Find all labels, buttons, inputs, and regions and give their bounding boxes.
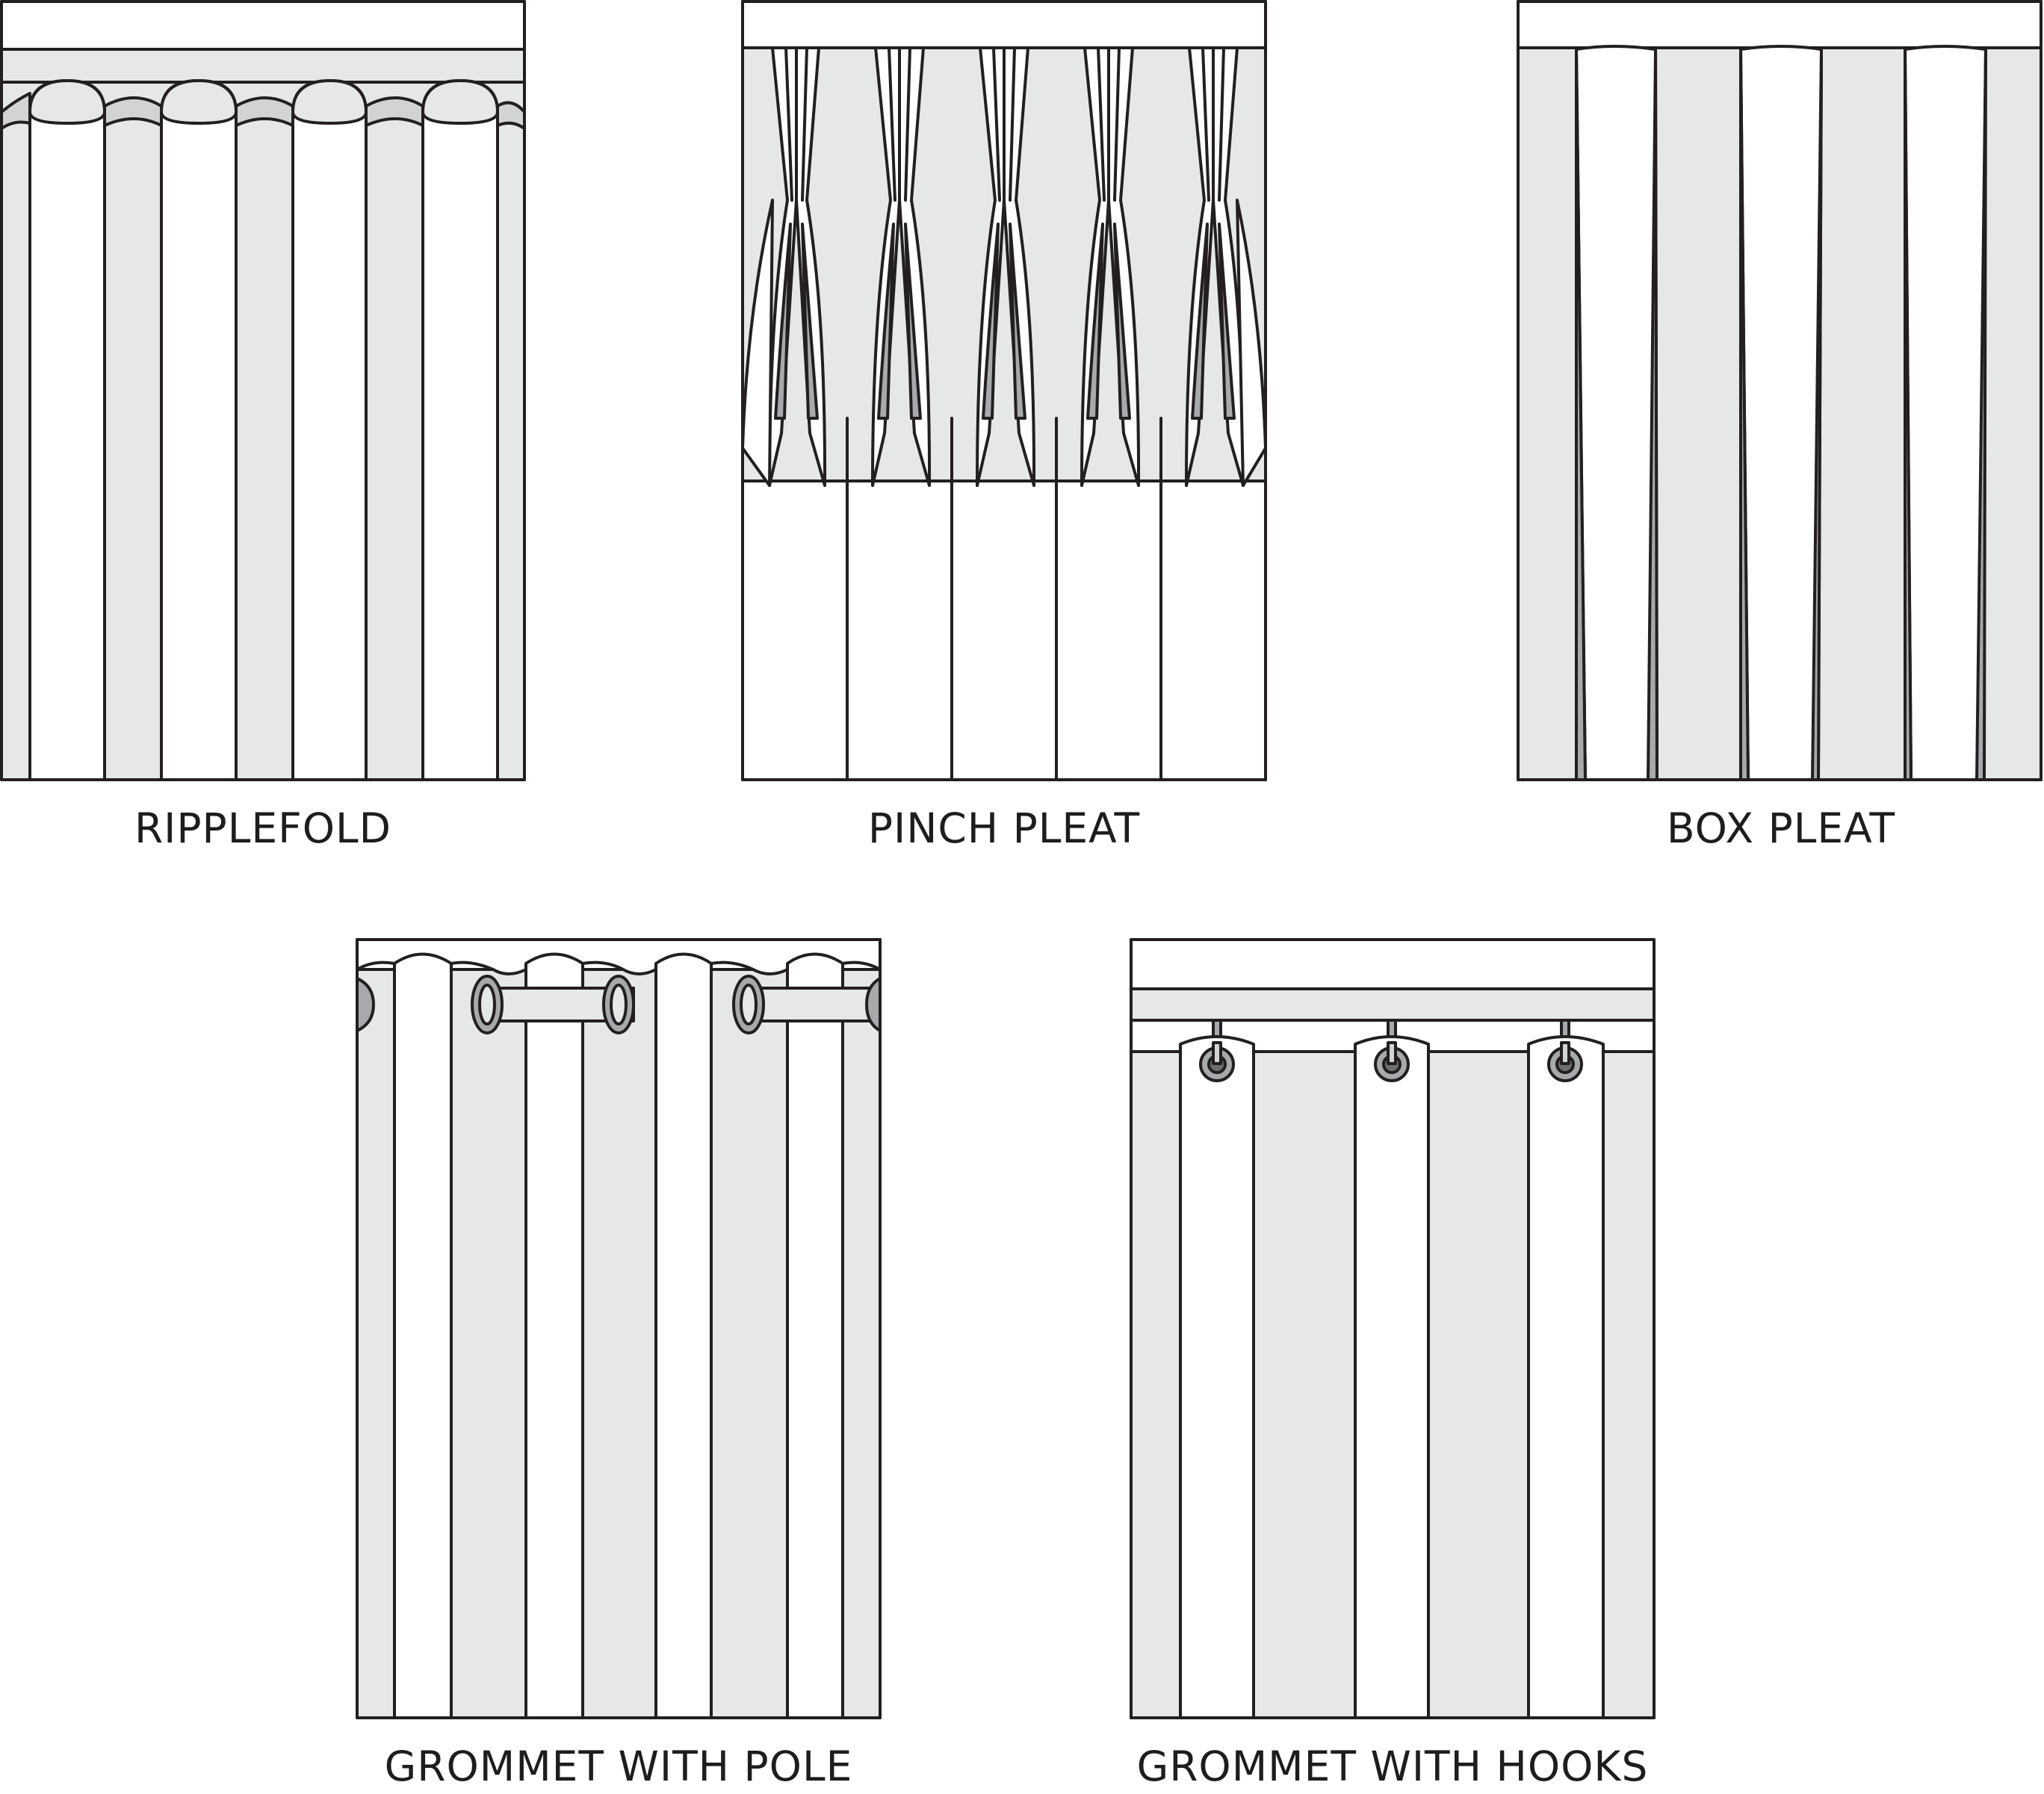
- label-grommet-with-pole: GROMMET WITH POLE: [385, 1742, 853, 1790]
- label-ripplefold: RIPPLEFOLD: [134, 804, 391, 852]
- grommet-ring: [865, 977, 882, 1032]
- pinch-pleat-group: [976, 46, 1036, 487]
- grommet-ring: [356, 977, 375, 1032]
- grommet-with-hooks-illustration: [1130, 938, 1656, 1719]
- label-box-pleat: BOX PLEAT: [1667, 804, 1895, 852]
- grommet-ring: [602, 975, 635, 1034]
- grommet-ring: [732, 975, 765, 1034]
- pinch-pleat-group: [871, 46, 932, 487]
- pinch-pleat-group: [1185, 46, 1267, 487]
- box-pleat-illustration: [1517, 0, 2043, 781]
- ripplefold-illustration: [0, 0, 526, 781]
- grommet-ring: [471, 975, 504, 1034]
- pinch-pleat-illustration: [741, 0, 1267, 781]
- label-pinch-pleat: PINCH PLEAT: [868, 804, 1140, 852]
- grommet-with-pole-illustration: [356, 938, 882, 1719]
- grommet-ring: [1199, 1041, 1235, 1082]
- label-grommet-with-hooks: GROMMET WITH HOOKS: [1137, 1742, 1649, 1790]
- grommet-ring: [1374, 1041, 1410, 1082]
- grommet-ring: [1547, 1041, 1583, 1082]
- pinch-pleat-group: [741, 46, 827, 487]
- pinch-pleat-group: [1080, 46, 1141, 487]
